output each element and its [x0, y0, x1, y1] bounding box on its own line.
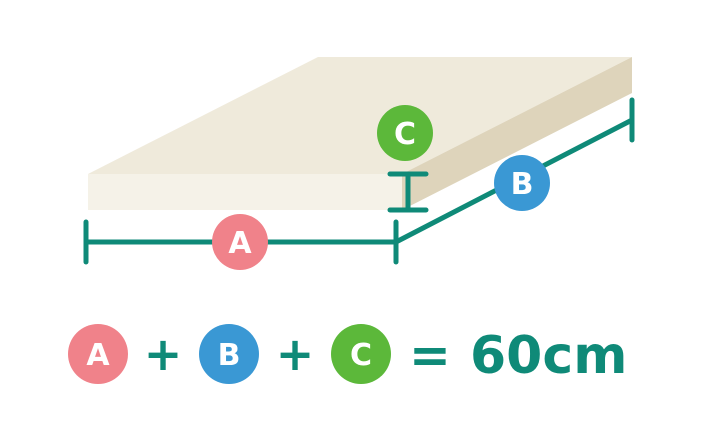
badge-c: C — [377, 105, 433, 161]
formula-badge-c-label: C — [350, 338, 372, 373]
badge-c-label: C — [394, 117, 416, 152]
formula-plus-2: + — [276, 327, 315, 381]
badge-a-label: A — [228, 226, 252, 261]
formula-equals: = — [409, 326, 451, 384]
badge-c-circle — [377, 105, 433, 161]
cushion-slab — [88, 57, 632, 210]
slab-side-face — [402, 57, 632, 210]
badge-a-circle — [212, 214, 268, 270]
slab-front-face — [88, 174, 402, 210]
formula-badge-b-circle — [199, 324, 259, 384]
badge-b-label: B — [511, 167, 534, 202]
formula-plus-1: + — [144, 327, 183, 381]
formula-badge-c-circle — [331, 324, 391, 384]
formula-badge-b-label: B — [218, 338, 241, 373]
badge-a: A — [212, 214, 268, 270]
formula-badge-a-circle — [68, 324, 128, 384]
formula-badge-a-label: A — [86, 338, 110, 373]
badge-b: B — [494, 155, 550, 211]
badge-b-circle — [494, 155, 550, 211]
dimension-line-c — [387, 171, 429, 213]
formula-result: 60cm — [470, 326, 627, 386]
slab-top-face — [88, 57, 632, 174]
formula-row: A + B + C = 60cm — [68, 324, 627, 386]
